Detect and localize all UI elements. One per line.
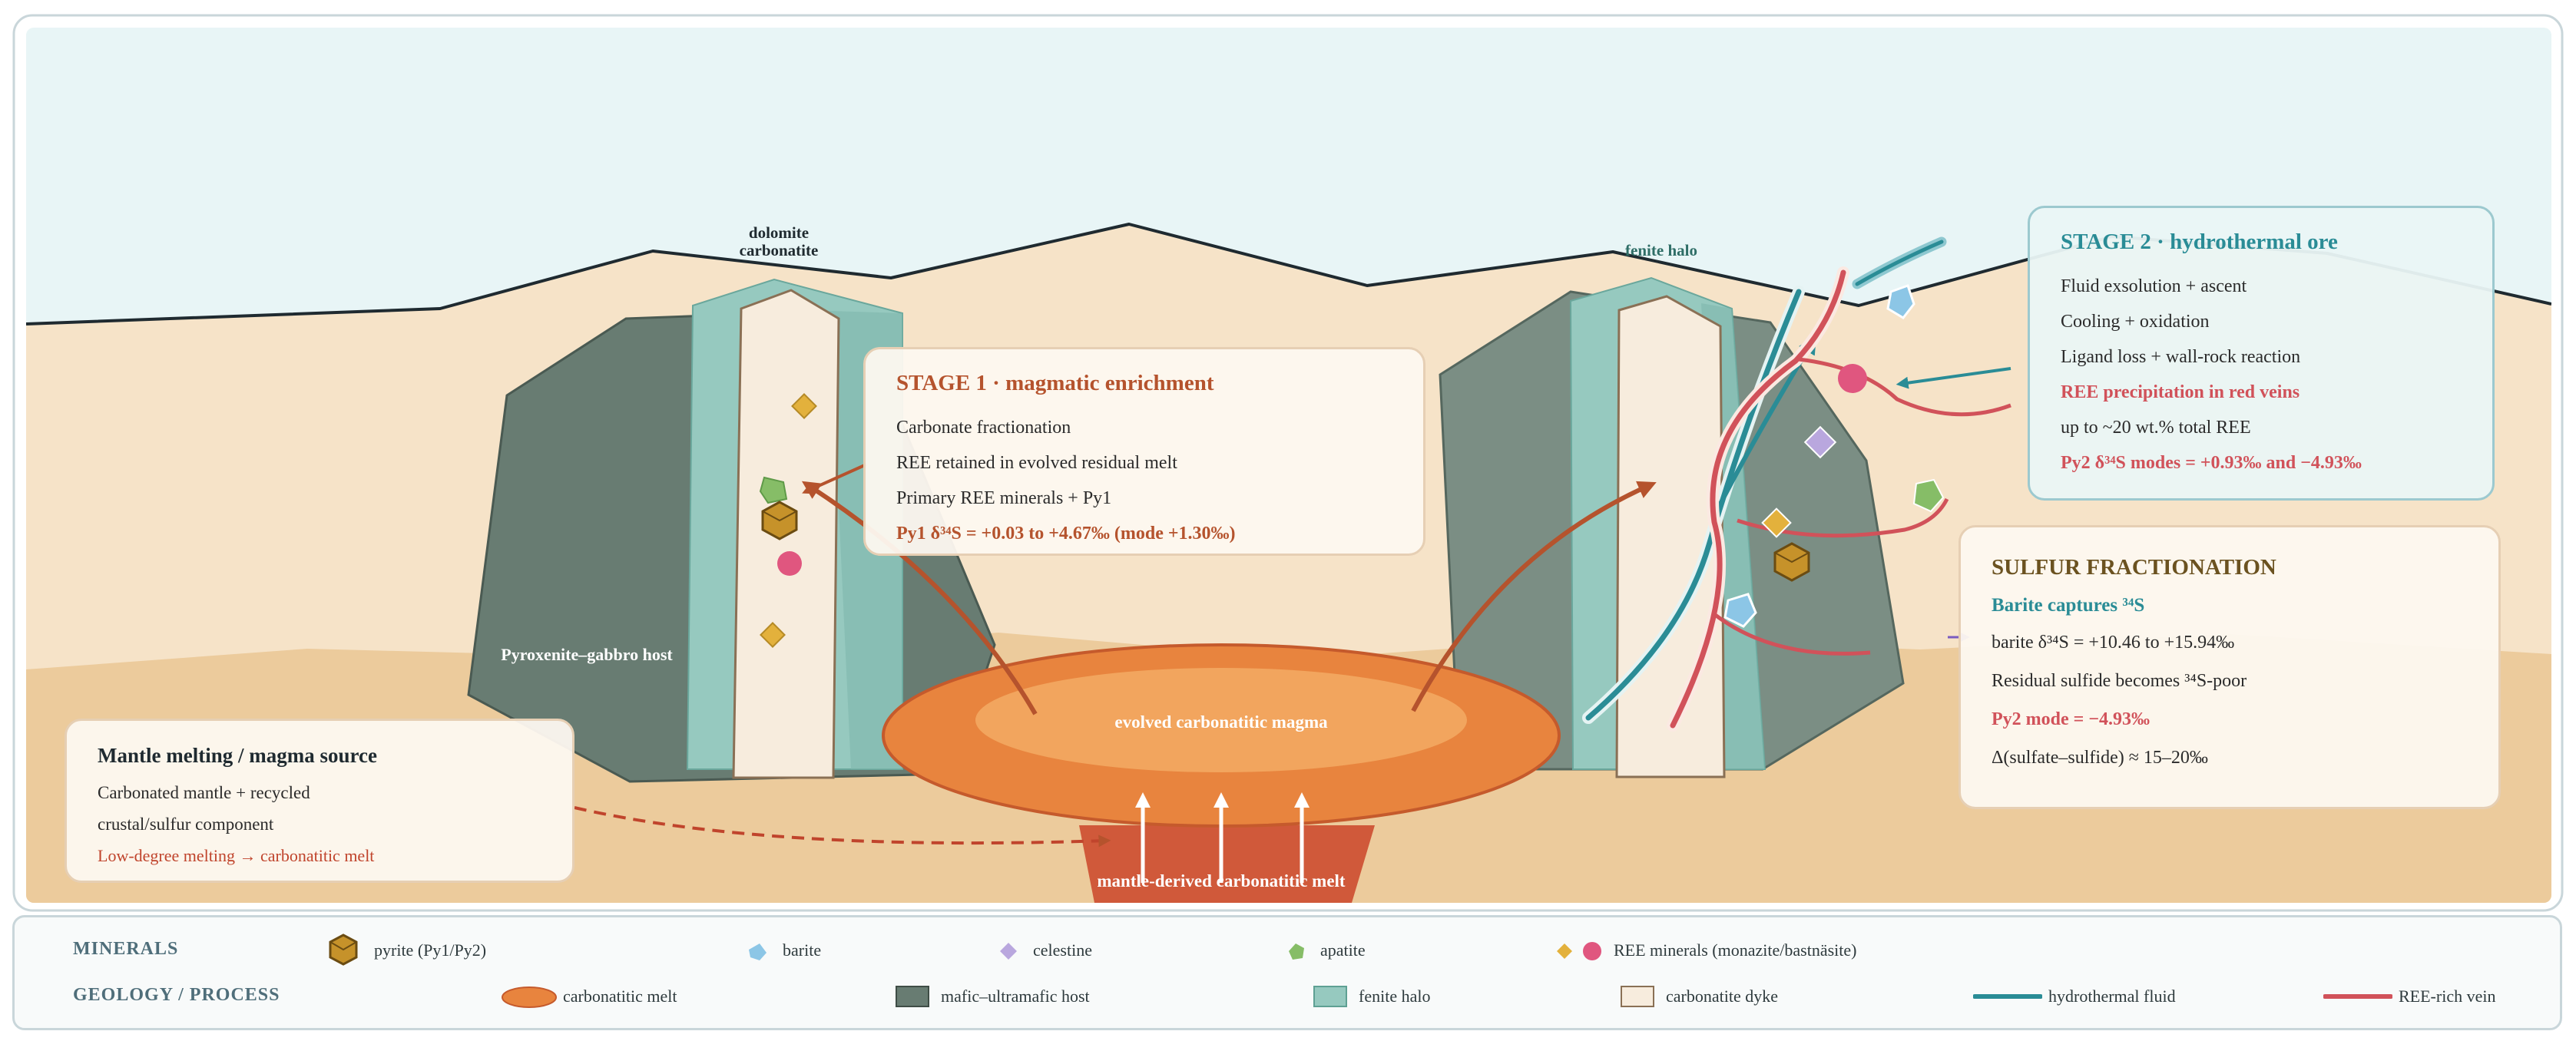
magma-core: [975, 668, 1467, 772]
mantle-derived-melt: [1079, 825, 1375, 903]
apatite-grain: [759, 476, 788, 504]
mantle-melt-label: mantle-derived carbonatitic melt: [1097, 871, 1346, 891]
fenite-halo-label: fenite halo: [1625, 241, 1697, 259]
stage1-title: STAGE 1 · magmatic enrichment: [896, 371, 1214, 395]
ree-mineral-grain: [1761, 507, 1792, 538]
legend-vein-label: REE-rich vein: [2399, 986, 2496, 1006]
ree-rich-vein: [1670, 269, 1846, 729]
stage2-title: STAGE 2 · hydrothermal ore: [2061, 230, 2338, 254]
source-to-magma-arrow: [574, 806, 1111, 848]
legend-celestine-label: celestine: [1033, 940, 1092, 960]
source-line: crustal/sulfur component: [98, 815, 274, 834]
ree-mineral-grain: [777, 551, 802, 576]
ree-mineral-grain: [1838, 364, 1867, 393]
source-highlight: Low-degree melting → carbonatitic melt: [98, 846, 375, 865]
legend-ree-label: REE minerals (monazite/bastnäsite): [1614, 940, 1857, 960]
legend-melt-label: carbonatitic melt: [563, 986, 677, 1006]
stage1-line: REE retained in evolved residual melt: [896, 453, 1177, 473]
legend-barite-label: barite: [783, 940, 822, 960]
stage2-line: Ligand loss + wall-rock reaction: [2061, 347, 2301, 367]
stage2-pointer-arrow: [1896, 367, 2011, 389]
sulfur-line: Residual sulfide becomes ³⁴S-poor: [1992, 671, 2247, 691]
source-line: Carbonated mantle + recycled: [98, 783, 310, 802]
magma-to-dyke-left-arrow: [801, 481, 1038, 715]
apatite-grain: [1912, 478, 1945, 513]
pyrite-grain: [1773, 542, 1810, 582]
host-rock-label: Pyroxenite–gabbro host: [501, 645, 673, 664]
stage2-line: Cooling + oxidation: [2061, 312, 2210, 332]
barite-grain: [1723, 593, 1757, 628]
carbonatite-dyke-icon: [1621, 986, 1654, 1007]
barite-grain: [1886, 284, 1915, 319]
stage2-line: Fluid exsolution + ascent: [2061, 276, 2247, 296]
sulfur-fractionation-panel: SULFUR FRACTIONATION Barite captures ³⁴S…: [1958, 525, 2501, 809]
legend-dyke-label: carbonatite dyke: [1666, 986, 1778, 1006]
ree-minerals-icon: [1557, 942, 1601, 960]
sulfur-line: barite δ³⁴S = +10.46 to +15.94‰: [1992, 633, 2235, 653]
magma-to-dyke-right-arrow: [1411, 481, 1657, 712]
source-title: Mantle melting / magma source: [98, 744, 377, 767]
stage1-highlight: Py1 δ³⁴S = +0.03 to +4.67‰ (mode +1.30‰): [896, 524, 1236, 544]
legend-pyrite-label: pyrite (Py1/Py2): [374, 940, 487, 960]
carbonatitic-melt-icon: [502, 986, 557, 1008]
stage2-panel: STAGE 2 · hydrothermal ore Fluid exsolut…: [2028, 206, 2495, 501]
pyrite-icon: [329, 934, 358, 966]
ree-rich-vein: [1713, 613, 1871, 656]
hydrothermal-fluid-icon: [1973, 994, 2042, 999]
legend-mafic-label: mafic–ultramafic host: [941, 986, 1090, 1006]
legend-fluid-label: hydrothermal fluid: [2048, 986, 2176, 1006]
stage1-line: Carbonate fractionation: [896, 418, 1071, 438]
ree-mineral-grain: [791, 393, 817, 419]
fenite-halo-icon: [1313, 986, 1347, 1007]
stage2-highlight: Py2 δ³⁴S modes = +0.93‰ and −4.93‰: [2061, 453, 2362, 473]
legend-geology-heading: GEOLOGY / PROCESS: [73, 985, 280, 1005]
evolved-magma-label: evolved carbonatitic magma: [1114, 712, 1328, 732]
stage1-panel: STAGE 1 · magmatic enrichment Carbonate …: [863, 347, 1425, 556]
hydrothermal-fluid: [1855, 240, 1944, 286]
stage2-line: up to ~20 wt.% total REE: [2061, 418, 2251, 438]
barite-icon: [749, 944, 767, 960]
hydrothermal-fluid: [1585, 289, 1802, 721]
sulfur-subtitle: Barite captures ³⁴S: [1992, 595, 2145, 616]
dolomite-carbonatite-label: carbonatite: [740, 241, 819, 259]
legend: MINERALS GEOLOGY / PROCESS pyrite (Py1/P…: [12, 915, 2562, 1030]
legend-apatite-label: apatite: [1320, 940, 1366, 960]
stage1-line: Primary REE minerals + Py1: [896, 488, 1112, 508]
mafic-host-icon: [896, 986, 929, 1007]
apatite-icon: [1289, 944, 1304, 960]
celestine-icon: [1000, 943, 1017, 960]
sulfur-title: SULFUR FRACTIONATION: [1992, 555, 2276, 580]
celestine-grain: [1803, 425, 1837, 459]
stage2-highlight: REE precipitation in red veins: [2061, 382, 2300, 402]
mantle-source-panel: Mantle melting / magma source Carbonated…: [65, 719, 574, 883]
ree-rich-vein: [1798, 357, 2011, 417]
dolomite-carbonatite-label: dolomite: [749, 223, 809, 242]
sulfur-line: Δ(sulfate–sulfide) ≈ 15–20‰: [1992, 748, 2208, 768]
sulfur-highlight: Py2 mode = −4.93‰: [1992, 709, 2151, 729]
ree-mineral-grain: [760, 622, 786, 648]
legend-minerals-heading: MINERALS: [73, 939, 179, 959]
legend-fenite-label: fenite halo: [1359, 986, 1431, 1006]
pyrite-grain: [761, 501, 798, 540]
ree-vein-icon: [2323, 994, 2392, 999]
stage1-pointer-arrow: [802, 463, 867, 494]
